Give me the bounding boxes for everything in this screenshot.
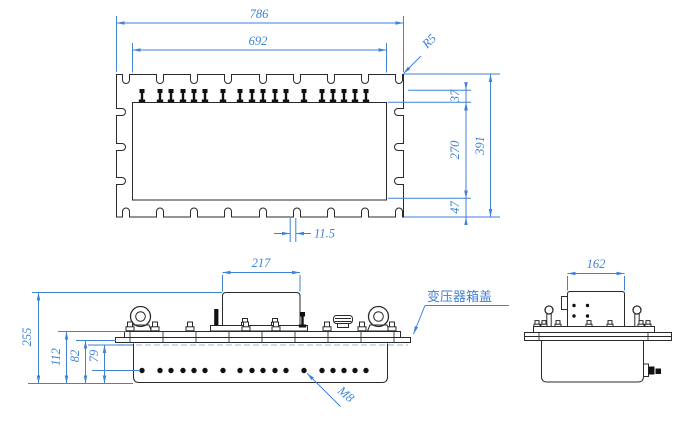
- terminal-box-side: [567, 291, 625, 326]
- terminal-bracket: [214, 309, 219, 326]
- dim-inner-width: 692: [249, 34, 268, 48]
- side-bolt-ticks: [538, 332, 649, 341]
- thread-leader: [306, 372, 341, 407]
- inner-opening-outline: [132, 102, 387, 201]
- part-label: 变压器箱盖: [413, 289, 509, 335]
- tank-body-side: [541, 340, 644, 383]
- side-view: 162: [524, 257, 672, 383]
- dim-flange-to-bottom: 112: [49, 348, 63, 366]
- dim-bottom-margin: 47: [448, 201, 462, 214]
- side-flange-bar: [533, 326, 655, 333]
- top-view: [116, 74, 404, 218]
- filler-cap: [333, 315, 353, 324]
- front-view: M8: [115, 292, 411, 407]
- top-view-dimensions: 786 692 R5 37 270 47 391 11.5: [116, 7, 500, 242]
- terminal-box-base: [210, 325, 308, 332]
- cover-plate: [115, 337, 411, 343]
- terminal-box-tab: [561, 296, 568, 310]
- radius-leader: [403, 55, 422, 74]
- left-eye-edge-icon: [544, 305, 554, 315]
- dim-stud-row-offset: 37: [448, 89, 462, 103]
- left-lifting-eye-icon: [129, 305, 152, 328]
- drain-valve-icon: [648, 366, 655, 375]
- drain-valve-flange: [643, 363, 649, 377]
- cover-name-label: 变压器箱盖: [427, 289, 492, 304]
- corner-stud: [300, 312, 305, 317]
- m8-hole-row: [139, 367, 369, 374]
- dim-overall-height: 391: [473, 136, 487, 156]
- right-eye-edge-icon: [632, 305, 642, 315]
- flange-bolt-ticks: [129, 331, 395, 342]
- tank-body: [133, 343, 388, 383]
- terminal-stud-row: [138, 89, 370, 103]
- dim-side-box-width: 162: [587, 257, 606, 271]
- terminal-box: [222, 292, 301, 331]
- dim-front-overall-height: 255: [20, 328, 34, 347]
- edge-notches: [116, 74, 404, 218]
- dim-overall-width: 786: [250, 7, 270, 21]
- cover-name-leader: [413, 305, 426, 335]
- thread-callout: M8: [334, 383, 357, 406]
- front-view-dimensions: 217 255 112 82 79: [20, 256, 301, 384]
- dim-inner-height: 270: [448, 140, 462, 160]
- flange-bolts: [125, 321, 397, 332]
- right-lifting-eye-icon: [367, 305, 390, 328]
- radius-callout: R5: [419, 31, 439, 51]
- dim-cover-top-to-holes: 82: [68, 350, 82, 363]
- dim-terminal-box-width: 217: [252, 256, 272, 270]
- dim-cover-bottom-to-holes: 79: [87, 349, 101, 362]
- dim-notch-width: 11.5: [314, 227, 335, 241]
